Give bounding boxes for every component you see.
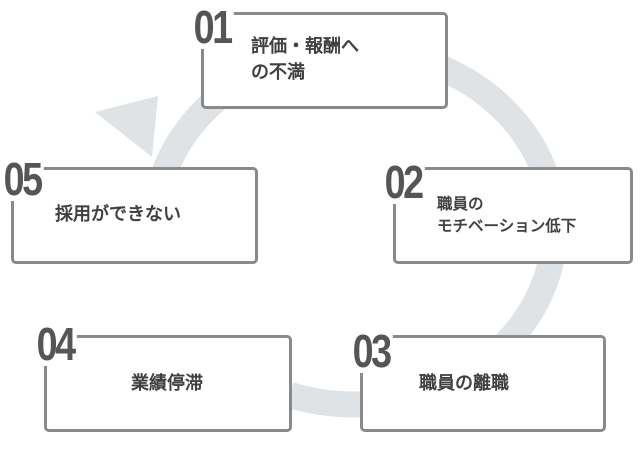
step-01-label: 評価・報酬へ の不満	[251, 36, 359, 84]
step-05-label: 採用ができない	[55, 204, 181, 225]
step-02-box	[393, 167, 633, 264]
step-03-box	[360, 335, 606, 432]
step-04-label: 業績停滞	[131, 373, 203, 394]
step-03-label: 職員の離職	[419, 373, 509, 394]
step-05-number: 05	[2, 156, 44, 202]
step-02-number: 02	[383, 159, 425, 205]
step-01-number: 01	[192, 4, 234, 50]
step-05-box	[11, 167, 258, 264]
step-04-box	[44, 335, 292, 432]
step-01-box	[201, 12, 448, 109]
step-04-number: 04	[35, 321, 77, 367]
step-02-label: 職員の モチベーション低下	[437, 195, 577, 236]
step-03-number: 03	[351, 328, 393, 374]
